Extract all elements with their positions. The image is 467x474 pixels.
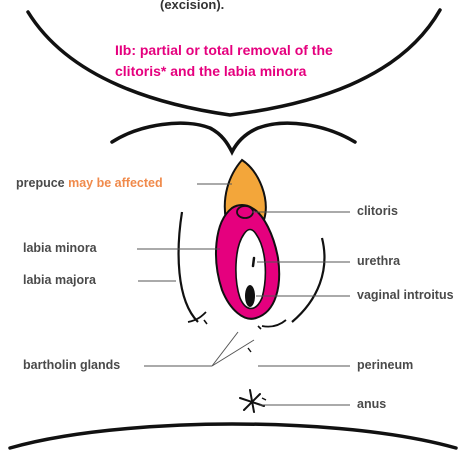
type-title-line-2: clitoris* and the labia minora <box>115 64 306 78</box>
bartholin-mark-left <box>204 320 207 324</box>
label-bartholin-glands: bartholin glands <box>23 359 120 372</box>
label-prepuce-text: prepuce <box>16 176 68 190</box>
urethra-shape <box>253 258 254 266</box>
label-vaginal-introitus: vaginal introitus <box>357 289 454 302</box>
label-clitoris: clitoris <box>357 205 398 218</box>
leader-bartholin-left <box>212 332 238 366</box>
labia-majora-left-outline <box>179 212 198 322</box>
labia-majora-right-lower <box>262 320 286 327</box>
label-prepuce: prepuce may be affected <box>16 177 163 190</box>
label-urethra: urethra <box>357 255 400 268</box>
clitoris-shape <box>237 206 253 218</box>
bartholin-mark-right <box>258 326 261 329</box>
anus-mark <box>262 398 266 400</box>
anus-shape <box>240 390 264 412</box>
label-prepuce-accent: may be affected <box>68 176 162 190</box>
label-anus: anus <box>357 398 386 411</box>
labia-majora-right-outline <box>292 238 324 322</box>
type-title-line-1: IIb: partial or total removal of the <box>115 43 333 57</box>
label-labia-majora: labia majora <box>23 274 96 287</box>
leader-bartholin-right <box>212 340 254 366</box>
continued-text: (excision). <box>160 0 224 11</box>
perineum-mark <box>248 348 251 352</box>
label-labia-minora: labia minora <box>23 242 97 255</box>
lower-body-contour <box>10 424 456 448</box>
label-perineum: perineum <box>357 359 413 372</box>
vaginal-introitus-shape <box>245 285 255 307</box>
thigh-contour <box>112 123 355 152</box>
